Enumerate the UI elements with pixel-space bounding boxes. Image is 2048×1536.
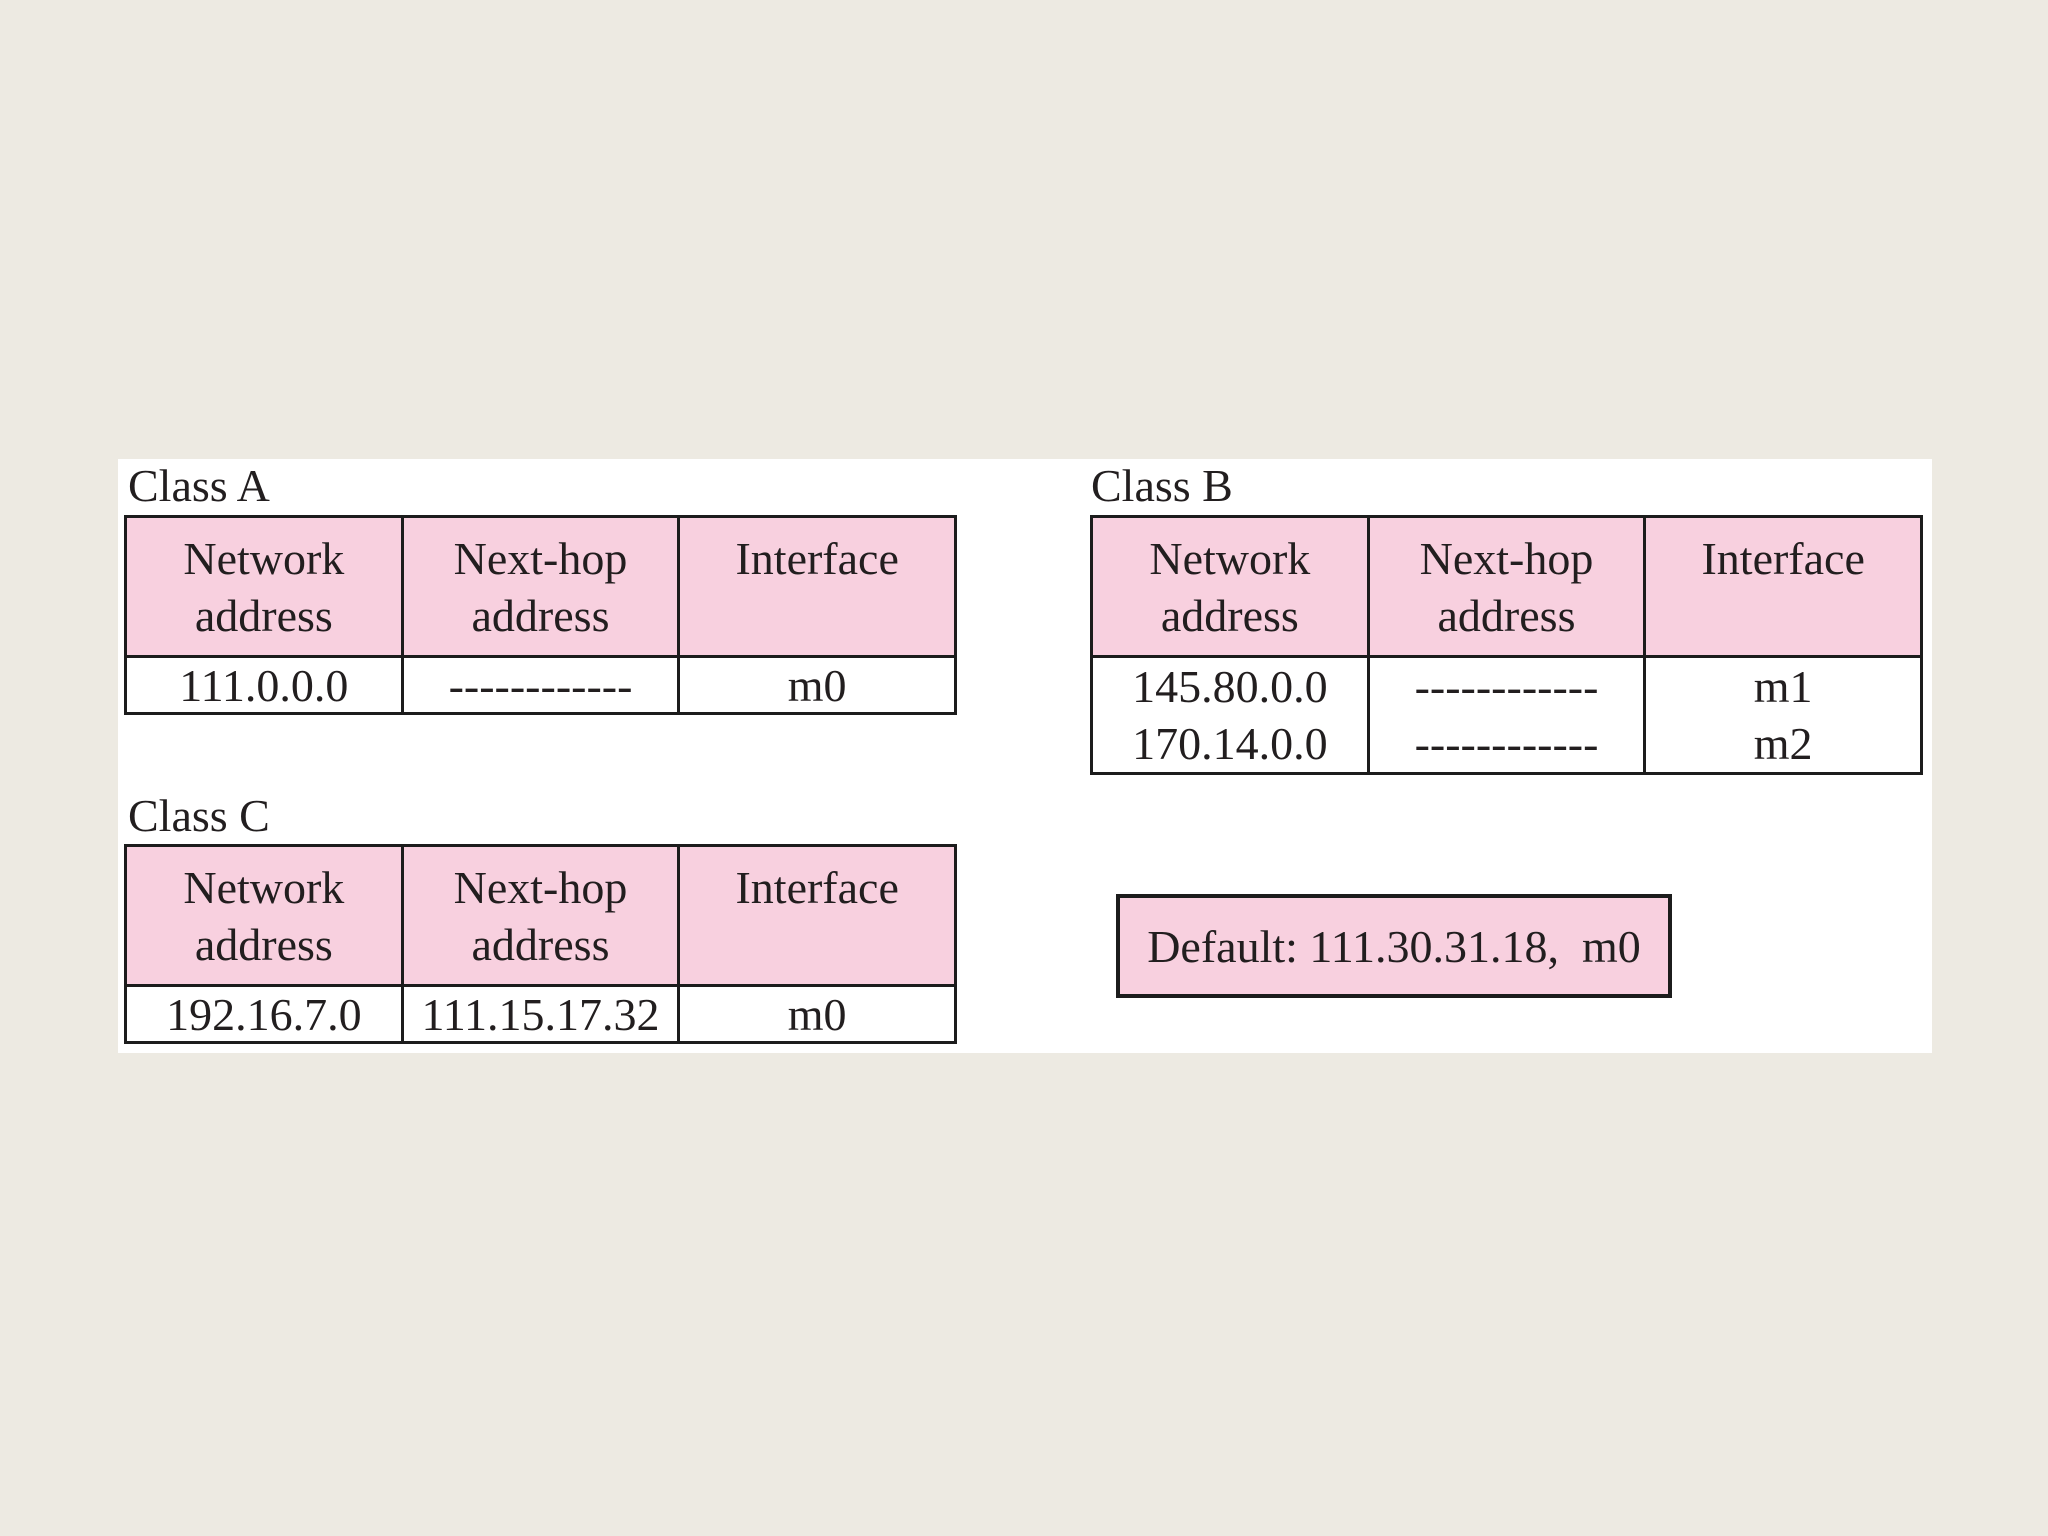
class-a-interface-cell: m0 bbox=[677, 658, 954, 712]
table-row: 111.0.0.0 ------------ m0 bbox=[127, 658, 954, 712]
class-a-network-address-cell: 111.0.0.0 bbox=[179, 659, 349, 711]
class-c-header-network-address: Network address bbox=[183, 862, 345, 970]
class-c-header-next-hop-address: Next-hop address bbox=[400, 847, 678, 984]
class-a-next-hop-cell: ------------ bbox=[400, 658, 678, 712]
class-c-title: Class C bbox=[128, 790, 270, 841]
class-b-header-interface: Interface bbox=[1643, 518, 1920, 655]
class-b-next-hop-cell: ------------ bbox=[1366, 658, 1644, 715]
class-b-next-hop-cell: ------------ bbox=[1366, 715, 1644, 772]
class-a-title: Class A bbox=[128, 460, 270, 511]
class-c-header-interface: Interface bbox=[677, 847, 954, 984]
class-b-network-address-cell: 170.14.0.0 bbox=[1132, 718, 1328, 769]
class-b-interface-cell: m1 bbox=[1643, 658, 1920, 715]
class-b-network-address-cell: 145.80.0.0 bbox=[1132, 661, 1328, 712]
class-b-header-network-address: Network address bbox=[1149, 533, 1311, 641]
default-route-box: Default: 111.30.31.18, m0 bbox=[1116, 894, 1672, 998]
class-c-interface-cell: m0 bbox=[677, 987, 954, 1041]
class-b-interface-cell: m2 bbox=[1643, 715, 1920, 772]
class-a-header-row: Network address Next-hop address Interfa… bbox=[127, 518, 954, 658]
table-row: 145.80.0.0 ------------ m1 bbox=[1093, 658, 1920, 715]
class-c-network-address-cell: 192.16.7.0 bbox=[166, 988, 362, 1040]
class-a-header-network-address: Network address bbox=[183, 533, 345, 641]
class-a-header-interface: Interface bbox=[677, 518, 954, 655]
class-a-header-next-hop-address: Next-hop address bbox=[400, 518, 678, 655]
class-b-title: Class B bbox=[1091, 460, 1233, 511]
class-b-table: Network address Next-hop address Interfa… bbox=[1090, 515, 1923, 775]
class-b-header-next-hop-address: Next-hop address bbox=[1366, 518, 1644, 655]
class-a-table: Network address Next-hop address Interfa… bbox=[124, 515, 957, 715]
class-c-next-hop-cell: 111.15.17.32 bbox=[400, 987, 678, 1041]
table-row: 170.14.0.0 ------------ m2 bbox=[1093, 715, 1920, 772]
class-b-header-row: Network address Next-hop address Interfa… bbox=[1093, 518, 1920, 658]
table-row: 192.16.7.0 111.15.17.32 m0 bbox=[127, 987, 954, 1041]
class-c-table: Network address Next-hop address Interfa… bbox=[124, 844, 957, 1044]
class-c-header-row: Network address Next-hop address Interfa… bbox=[127, 847, 954, 987]
